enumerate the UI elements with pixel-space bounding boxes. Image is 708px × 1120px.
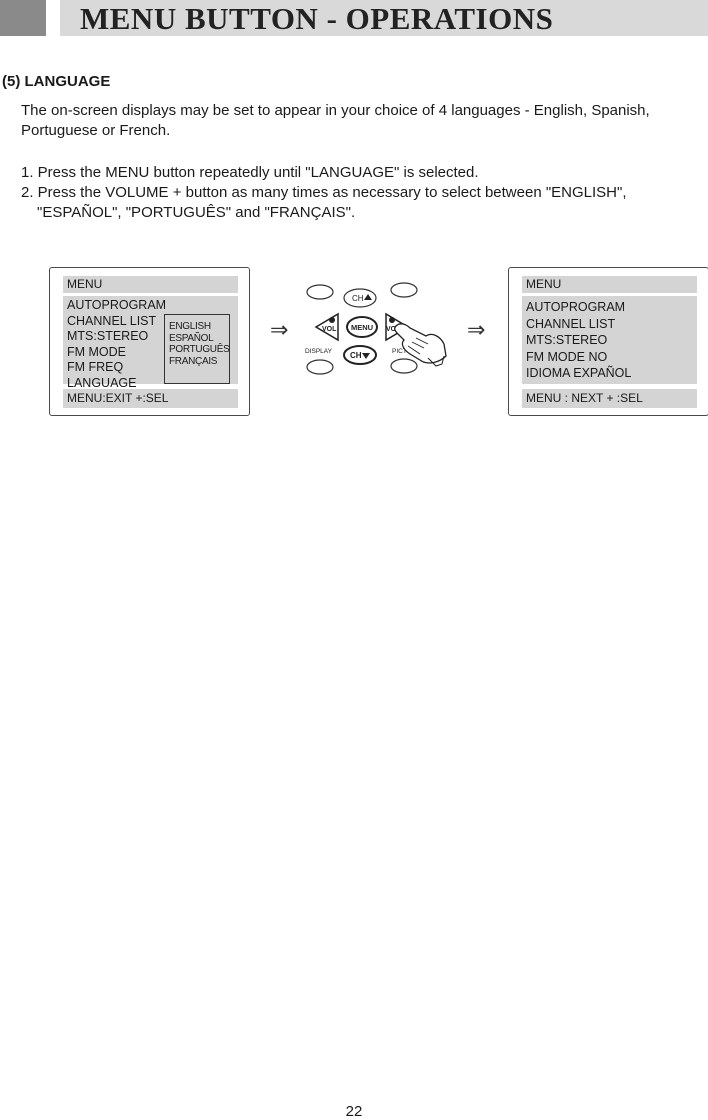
menu-item: AUTOPROGRAM [67, 298, 167, 312]
screen-header: MENU [522, 276, 697, 293]
menu-item: MTS:STEREO [526, 333, 608, 347]
screen-menu-list: AUTOPROGRAM CHANNEL LIST MTS:STEREO FM M… [522, 296, 697, 384]
language-option: PORTUGUÊS [169, 344, 230, 355]
remote-bottom-left-key [306, 359, 334, 375]
page-number: 22 [345, 1103, 363, 1120]
vol-right-label: VOL [386, 326, 401, 333]
menu-item: FM FREQ [67, 360, 124, 374]
header-bar [60, 0, 708, 36]
menu-item: AUTOPROGRAM [526, 300, 626, 314]
language-option: ESPAÑOL [169, 332, 214, 344]
language-popup: ENGLISH ESPAÑOL PORTUGUÊS FRANÇAIS [164, 314, 230, 384]
ch-up-button [343, 288, 377, 308]
language-option: ENGLISH [169, 321, 211, 332]
steps-list: 1. Press the MENU button repeatedly unti… [21, 163, 691, 223]
language-option: FRANÇAIS [169, 355, 218, 367]
menu-item: CHANNEL LIST [526, 316, 616, 331]
step-2: 2. Press the VOLUME + button as many tim… [21, 184, 627, 201]
ch-down-label: CH [350, 351, 362, 360]
hand-cuff-lines [427, 355, 445, 367]
ch-up-label: CH [352, 294, 364, 303]
up-triangle-icon [364, 294, 372, 300]
header-square [0, 0, 46, 36]
step-1: 1. Press the MENU button repeatedly unti… [21, 164, 479, 181]
menu-item: MTS:STEREO [67, 329, 149, 343]
menu-screen-before: MENU AUTOPROGRAM CHANNEL LIST MTS:STEREO… [49, 267, 250, 416]
remote-control-illustration: CH MENU VOL VOL DISPLAY PICT CH [305, 282, 447, 375]
minus-dot-icon [329, 317, 335, 323]
plus-dot-icon [389, 317, 395, 323]
menu-button-label: MENU [351, 323, 373, 332]
down-triangle-icon [362, 353, 370, 359]
page-title: MENU BUTTON - OPERATIONS [80, 1, 554, 36]
screen-footer: MENU:EXIT +:SEL [63, 389, 238, 408]
display-label: DISPLAY [305, 348, 333, 355]
ch-down-button [343, 345, 377, 365]
menu-screen-after: MENU AUTOPROGRAM CHANNEL LIST MTS:STEREO… [508, 267, 708, 416]
menu-item: FM MODE NO [526, 349, 608, 364]
remote-top-left-key [306, 284, 334, 300]
right-arrow-icon: ⇒ [467, 317, 486, 342]
intro-paragraph: The on-screen displays may be set to app… [21, 102, 650, 139]
menu-item: IDIOMA EXPAÑOL [526, 366, 632, 380]
step-2-continued: "ESPAÑOL", "PORTUGUÊS" and "FRANÇAIS". [37, 204, 356, 221]
menu-item: LANGUAGE [67, 375, 137, 390]
vol-left-label: VOL [322, 326, 337, 333]
pict-label: PICT [392, 348, 407, 355]
menu-button [346, 316, 378, 338]
menu-item: CHANNEL LIST [67, 313, 157, 328]
remote-top-right-key [390, 282, 418, 298]
section-title: (5) LANGUAGE [2, 73, 111, 90]
screen-header: MENU [63, 276, 238, 293]
screen-footer: MENU : NEXT + :SEL [522, 389, 697, 408]
remote-bottom-right-key [390, 358, 418, 374]
menu-item: FM MODE [67, 344, 127, 359]
hand-finger-lines [407, 337, 429, 355]
right-arrow-icon: ⇒ [270, 317, 289, 342]
hand-icon [394, 323, 447, 364]
